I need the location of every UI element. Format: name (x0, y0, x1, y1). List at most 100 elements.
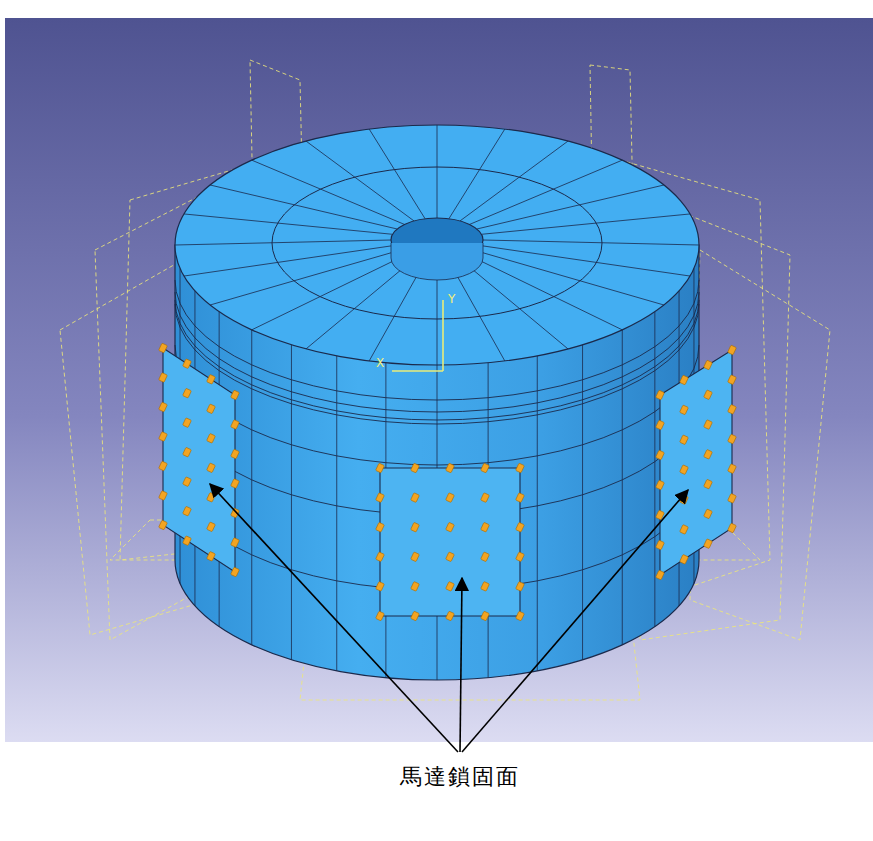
bc-marker (159, 373, 168, 383)
bc-marker (481, 522, 490, 532)
bc-marker (680, 465, 689, 475)
bc-marker (481, 611, 490, 621)
bc-marker (446, 522, 455, 532)
bc-marker (446, 463, 455, 473)
bc-marker (481, 582, 490, 592)
bc-marker (656, 540, 665, 550)
mesh-line (437, 125, 438, 218)
mounting-face (380, 468, 520, 616)
bc-marker (207, 551, 216, 561)
bc-marker (704, 420, 713, 430)
mesh-line (481, 246, 690, 276)
bc-marker (207, 463, 216, 473)
bc-marker (680, 405, 689, 415)
bc-marker (231, 420, 240, 430)
bc-marker (728, 375, 737, 385)
bc-marker (656, 390, 665, 400)
datum-planes (60, 60, 830, 700)
bc-marker (376, 552, 385, 562)
boundary-condition-marks (159, 343, 737, 621)
mounting-face (163, 348, 235, 572)
bc-marker (207, 522, 216, 532)
bc-marker (481, 493, 490, 503)
mesh-line (481, 214, 690, 234)
bc-marker (481, 463, 490, 473)
bc-marker (481, 552, 490, 562)
bc-marker (411, 582, 420, 592)
mesh-line (537, 356, 538, 671)
bc-marker (376, 611, 385, 621)
leader-arrow (462, 490, 688, 752)
bc-marker (231, 390, 240, 400)
mesh-line (210, 185, 397, 229)
bc-marker (231, 538, 240, 548)
bc-marker (680, 435, 689, 445)
bc-marker (728, 434, 737, 444)
bc-marker (516, 463, 525, 473)
mesh-line (654, 312, 655, 627)
mesh-line (460, 141, 568, 221)
y-axis (442, 300, 444, 371)
axis-label: X (376, 356, 384, 370)
callout-label: 馬達鎖固面 (400, 764, 520, 790)
bc-marker (183, 418, 192, 428)
mesh-line (470, 256, 623, 330)
bc-marker (516, 611, 525, 621)
bc-marker (446, 552, 455, 562)
bc-marker (704, 509, 713, 519)
bc-marker (516, 522, 525, 532)
mesh-line (460, 259, 568, 349)
mesh-line (336, 356, 337, 671)
bc-marker (231, 567, 240, 577)
bc-marker (183, 388, 192, 398)
mesh-line (622, 330, 623, 645)
bc-marker (159, 343, 168, 353)
bc-marker (376, 522, 385, 532)
viewport-background (5, 18, 873, 742)
bc-marker (183, 536, 192, 546)
bc-marker (159, 491, 168, 501)
mesh-line (252, 256, 405, 330)
bc-marker (231, 449, 240, 459)
bc-marker (159, 402, 168, 412)
bc-marker (411, 522, 420, 532)
mesh-line (483, 240, 699, 245)
leader-arrow (210, 484, 458, 752)
axis-triad (392, 300, 443, 371)
bc-marker (516, 582, 525, 592)
mesh-line (291, 345, 292, 660)
bc-marker (207, 433, 216, 443)
mesh-line (184, 246, 393, 276)
bc-marker (704, 539, 713, 549)
mesh-line (175, 240, 391, 245)
bc-marker (680, 525, 689, 535)
bc-marker (183, 506, 192, 516)
motor-housing (175, 125, 699, 680)
bc-marker (207, 374, 216, 384)
bc-marker (516, 493, 525, 503)
bc-marker (231, 508, 240, 518)
bc-marker (656, 570, 665, 580)
bc-marker (656, 450, 665, 460)
bc-marker (704, 360, 713, 370)
mesh-line (251, 330, 252, 645)
bc-marker (411, 463, 420, 473)
bc-marker (231, 479, 240, 489)
mesh-line (369, 129, 425, 219)
mounting-faces (163, 348, 732, 616)
bc-marker (680, 495, 689, 505)
bc-marker (207, 492, 216, 502)
bc-marker (656, 480, 665, 490)
leader-arrow (460, 578, 462, 752)
bc-marker (728, 523, 737, 533)
mesh-line (184, 214, 393, 234)
bc-marker (704, 449, 713, 459)
bc-marker (680, 554, 689, 564)
bc-marker (446, 611, 455, 621)
leader-arrows (210, 484, 688, 752)
bc-marker (704, 479, 713, 489)
bc-marker (183, 359, 192, 369)
bc-marker (183, 447, 192, 457)
